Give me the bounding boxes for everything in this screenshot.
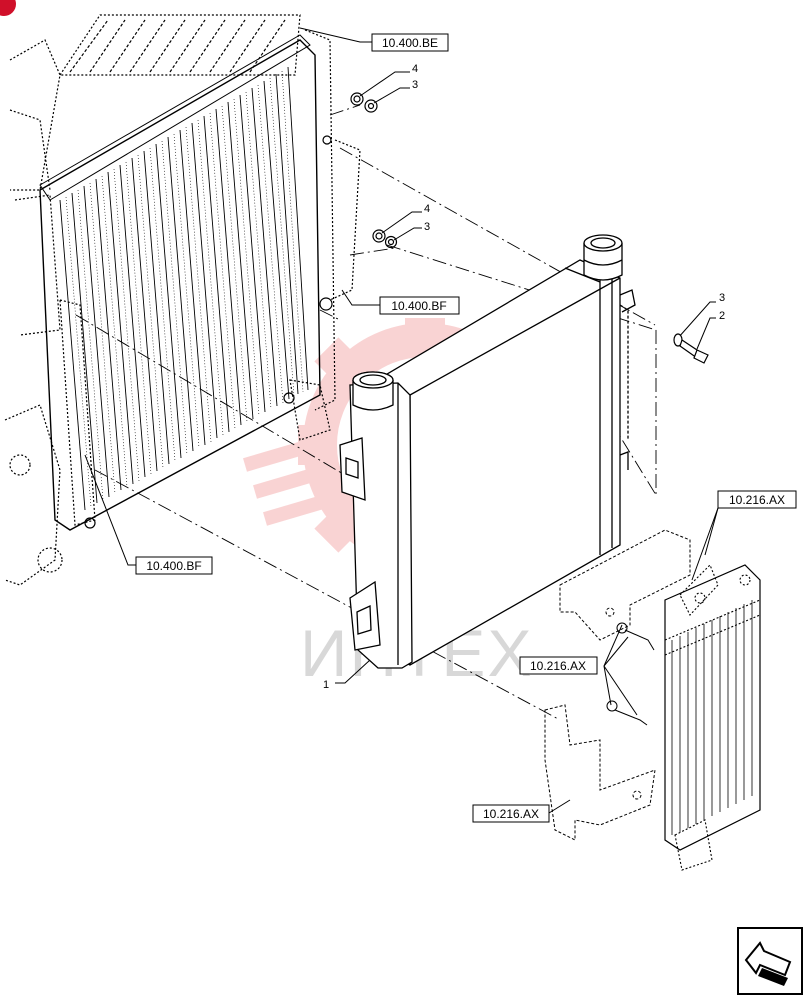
callout-upper-washer: 3: [412, 79, 418, 91]
support-brackets: [544, 529, 691, 841]
nut-part: [372, 229, 386, 243]
callout-bolt: 2: [719, 310, 725, 322]
callout-middle-nut: 4: [424, 203, 430, 215]
callout-upper-nut: 4: [412, 63, 418, 75]
radiator-assembly: [4, 14, 361, 586]
washer-part: [384, 235, 398, 249]
nut-part: [350, 92, 364, 106]
red-dot-icon: [0, 0, 16, 16]
oil-cooler-part: [339, 234, 636, 669]
callout-cooler: 1: [323, 679, 329, 691]
upper-fasteners: [350, 92, 398, 249]
ref-box-center-ax[interactable]: 10.216.AX: [519, 656, 598, 675]
ref-box-bottom-ax[interactable]: 10.216.AX: [472, 804, 550, 823]
bolt-assembly: [673, 333, 709, 364]
svg-text:10.216.AX: 10.216.AX: [483, 807, 539, 821]
next-page-arrow-icon[interactable]: [737, 927, 803, 995]
secondary-cooler: [664, 564, 761, 871]
washer-part: [364, 99, 378, 113]
ref-box-right-ax[interactable]: 10.216.AX: [717, 490, 797, 509]
callout-bolt-washer: 3: [719, 292, 725, 304]
svg-text:10.400.BE: 10.400.BE: [382, 36, 438, 50]
svg-text:10.216.AX: 10.216.AX: [530, 659, 586, 673]
ref-box-left-bf[interactable]: 10.400.BF: [135, 556, 213, 575]
svg-text:10.400.BF: 10.400.BF: [391, 299, 446, 313]
ref-box-top-be[interactable]: 10.400.BE: [371, 33, 449, 52]
svg-text:10.400.BF: 10.400.BF: [146, 559, 201, 573]
ref-box-mid-bf[interactable]: 10.400.BF: [379, 296, 460, 315]
leader-lines: [84, 27, 719, 814]
callout-middle-washer: 3: [424, 221, 430, 233]
svg-text:10.216.AX: 10.216.AX: [729, 493, 785, 507]
